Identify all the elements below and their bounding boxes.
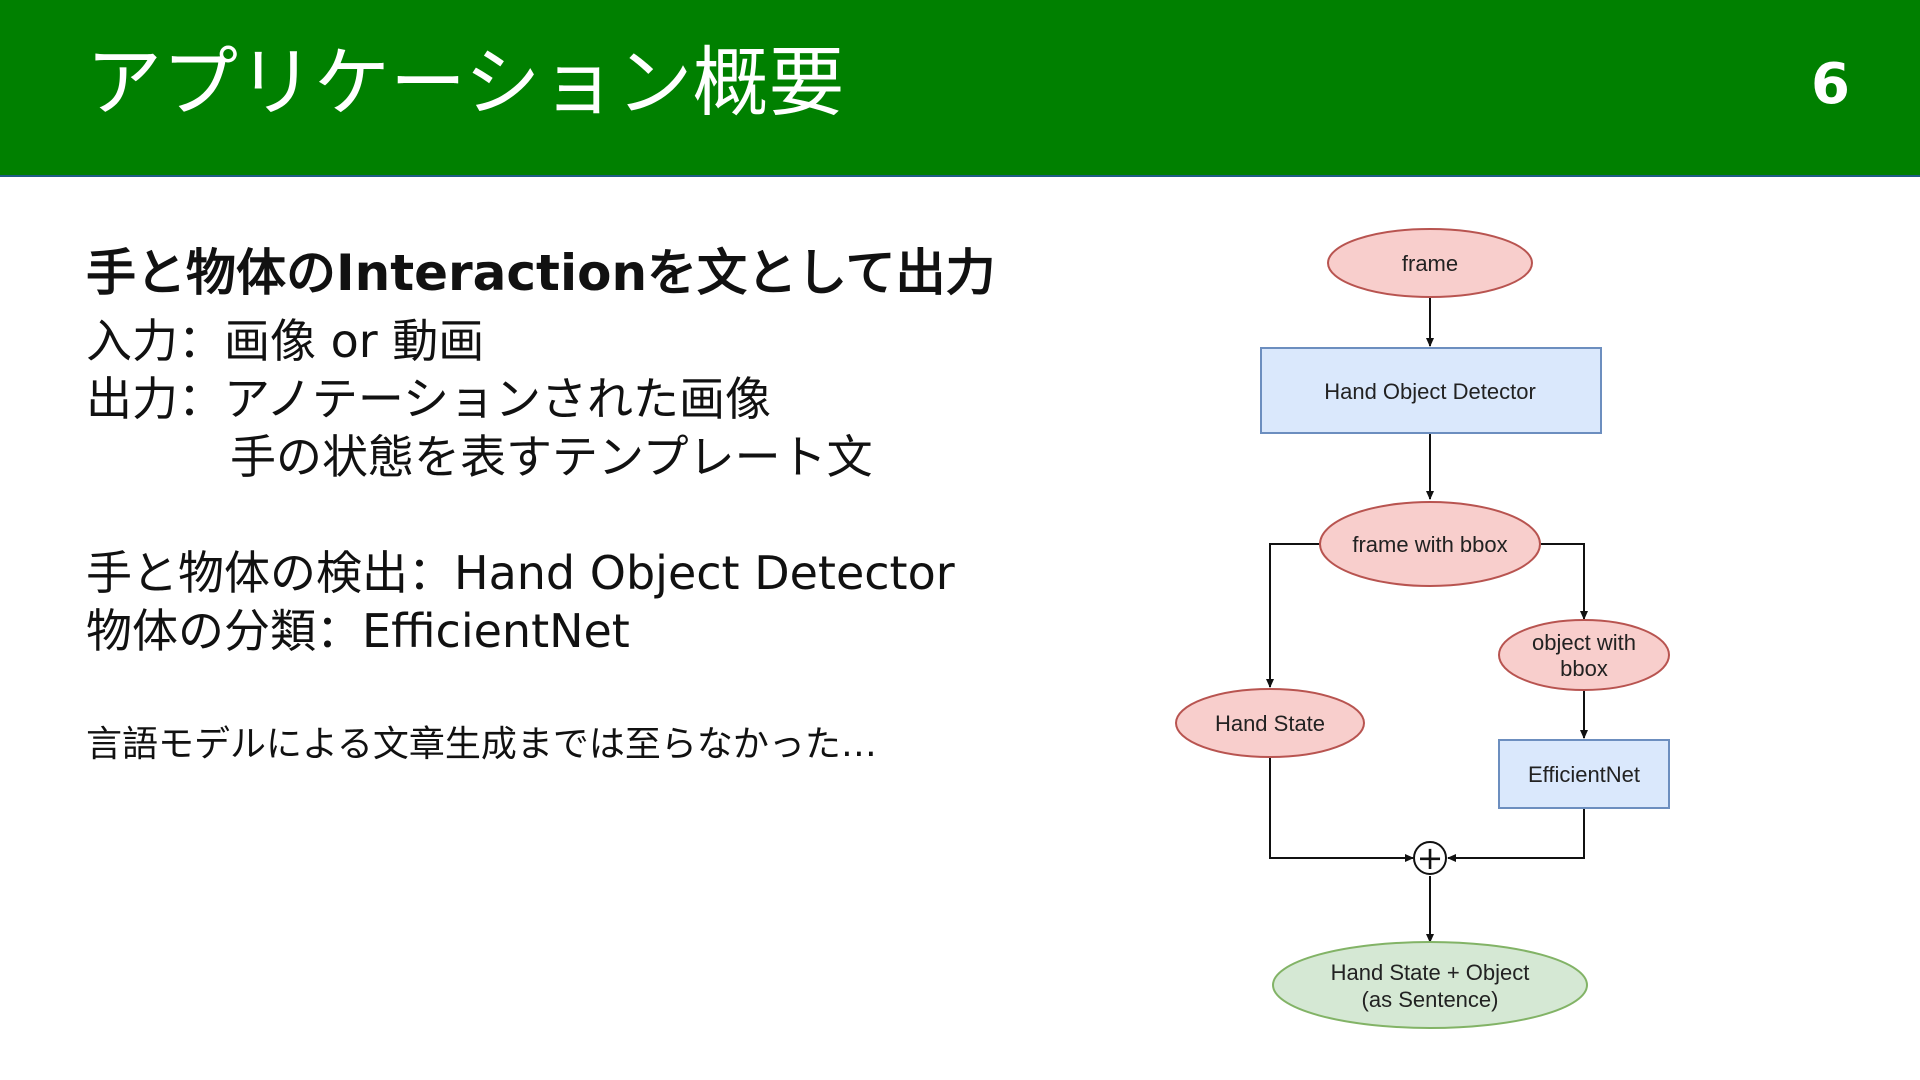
edge-efficientnet-combine: [1447, 808, 1585, 862]
hand-state-label: Hand State: [1215, 711, 1325, 736]
detector-node: [1260, 347, 1602, 434]
output-label-1: Hand State + Object: [1331, 960, 1530, 985]
hand-state-node: [1175, 688, 1365, 758]
edge-framebbox-handstate: [1266, 543, 1320, 688]
input-line: 入力：画像 or 動画: [86, 312, 484, 370]
classify-line: 物体の分類：EfficientNet: [86, 604, 630, 658]
detect-line: 手と物体の検出：Hand Object Detector: [86, 546, 955, 600]
efficientnet-label: EfficientNet: [1528, 762, 1640, 787]
input-label: 入力：: [86, 314, 224, 368]
frame-bbox-node: [1319, 501, 1541, 587]
object-bbox-node: [1498, 619, 1670, 691]
slide-header: アプリケーション概要 6: [0, 0, 1920, 177]
input-value: 画像 or 動画: [224, 314, 485, 368]
frame-bbox-label: frame with bbox: [1352, 532, 1507, 557]
note-line: 言語モデルによる文章生成までは至らなかった…: [86, 724, 877, 765]
object-bbox-label-1: object with: [1532, 630, 1636, 655]
output-line: 出力：アノテーションされた画像: [86, 370, 771, 428]
output-label: 出力：: [86, 372, 224, 426]
frame-label: frame: [1402, 251, 1458, 276]
page-number: 6: [1811, 52, 1850, 117]
slide-title: アプリケーション概要: [86, 38, 845, 127]
output-value-1: アノテーションされた画像: [224, 372, 771, 426]
combine-symbol: +: [1417, 839, 1444, 877]
detector-label: Hand Object Detector: [1324, 379, 1536, 404]
edge-handstate-combine: [1269, 757, 1414, 862]
frame-node: [1327, 228, 1533, 298]
output-line-2: 手の状態を表すテンプレート文: [86, 428, 873, 486]
output-node: [1272, 941, 1588, 1029]
output-label-2: (as Sentence): [1362, 987, 1499, 1012]
section-heading: 手と物体のInteractionを文として出力: [86, 244, 996, 302]
efficientnet-node: [1498, 739, 1670, 809]
edge-framebbox-objectbbox: [1541, 543, 1588, 620]
object-bbox-label-2: bbox: [1560, 656, 1608, 681]
combine-node: [1413, 841, 1447, 875]
output-value-2: 手の状態を表すテンプレート文: [230, 430, 873, 484]
